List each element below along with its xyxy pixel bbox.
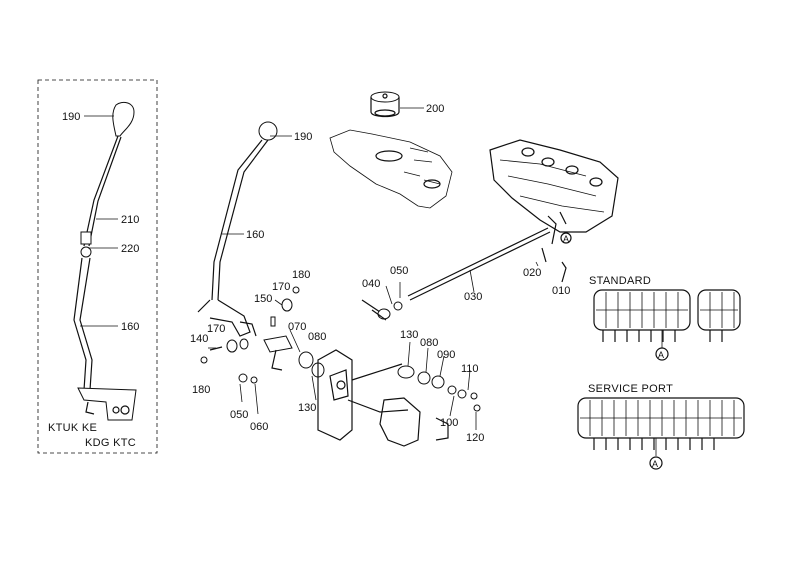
main-lever-assembly	[197, 121, 292, 337]
label-130-right: 130	[400, 329, 418, 341]
label-070: 070	[288, 321, 306, 333]
label-080-left: 080	[308, 331, 326, 343]
hardware-parts	[200, 286, 325, 415]
label-160: 160	[246, 229, 264, 241]
label-110: 110	[461, 363, 479, 375]
label-100: 100	[440, 417, 458, 429]
inset-model-2: KDG KTC	[85, 437, 136, 449]
label-030: 030	[464, 291, 482, 303]
lower-linkage	[311, 341, 481, 447]
inset-variant-box	[37, 79, 158, 454]
label-040: 040	[362, 278, 380, 290]
inset-label-210: 210	[121, 214, 139, 226]
label-150: 150	[254, 293, 272, 305]
inset-label-220: 220	[121, 243, 139, 255]
label-020: 020	[523, 267, 541, 279]
label-200: 200	[426, 103, 444, 115]
valve-bank-service-port	[577, 397, 745, 470]
label-120: 120	[466, 432, 484, 444]
label-060: 060	[250, 421, 268, 433]
label-130-left: 130	[298, 402, 316, 414]
inset-model-1: KTUK KE	[48, 422, 97, 434]
label-050-right: 050	[390, 265, 408, 277]
label-170-left: 170	[207, 323, 225, 335]
label-190: 190	[294, 131, 312, 143]
service-port-heading: SERVICE PORT	[588, 383, 673, 395]
rod-linkage	[361, 227, 567, 321]
valve-marker-a-service: A	[652, 459, 658, 469]
label-140: 140	[190, 333, 208, 345]
control-valve	[489, 139, 619, 245]
inset-knob-shape	[112, 101, 135, 137]
valve-marker-a-standard: A	[658, 350, 664, 360]
label-180-top: 180	[292, 269, 310, 281]
label-090: 090	[437, 349, 455, 361]
inset-label-190: 190	[62, 111, 80, 123]
valve-bank-standard	[593, 289, 741, 361]
cover-panel	[329, 91, 453, 209]
label-080-right: 080	[420, 337, 438, 349]
inset-label-160: 160	[121, 321, 139, 333]
valve-marker-a-top: A	[563, 234, 569, 244]
main-knob-shape	[258, 121, 278, 141]
label-170-top: 170	[272, 281, 290, 293]
label-050-left: 050	[230, 409, 248, 421]
standard-heading: STANDARD	[589, 275, 651, 287]
label-180-bottom: 180	[192, 384, 210, 396]
label-010: 010	[552, 285, 570, 297]
